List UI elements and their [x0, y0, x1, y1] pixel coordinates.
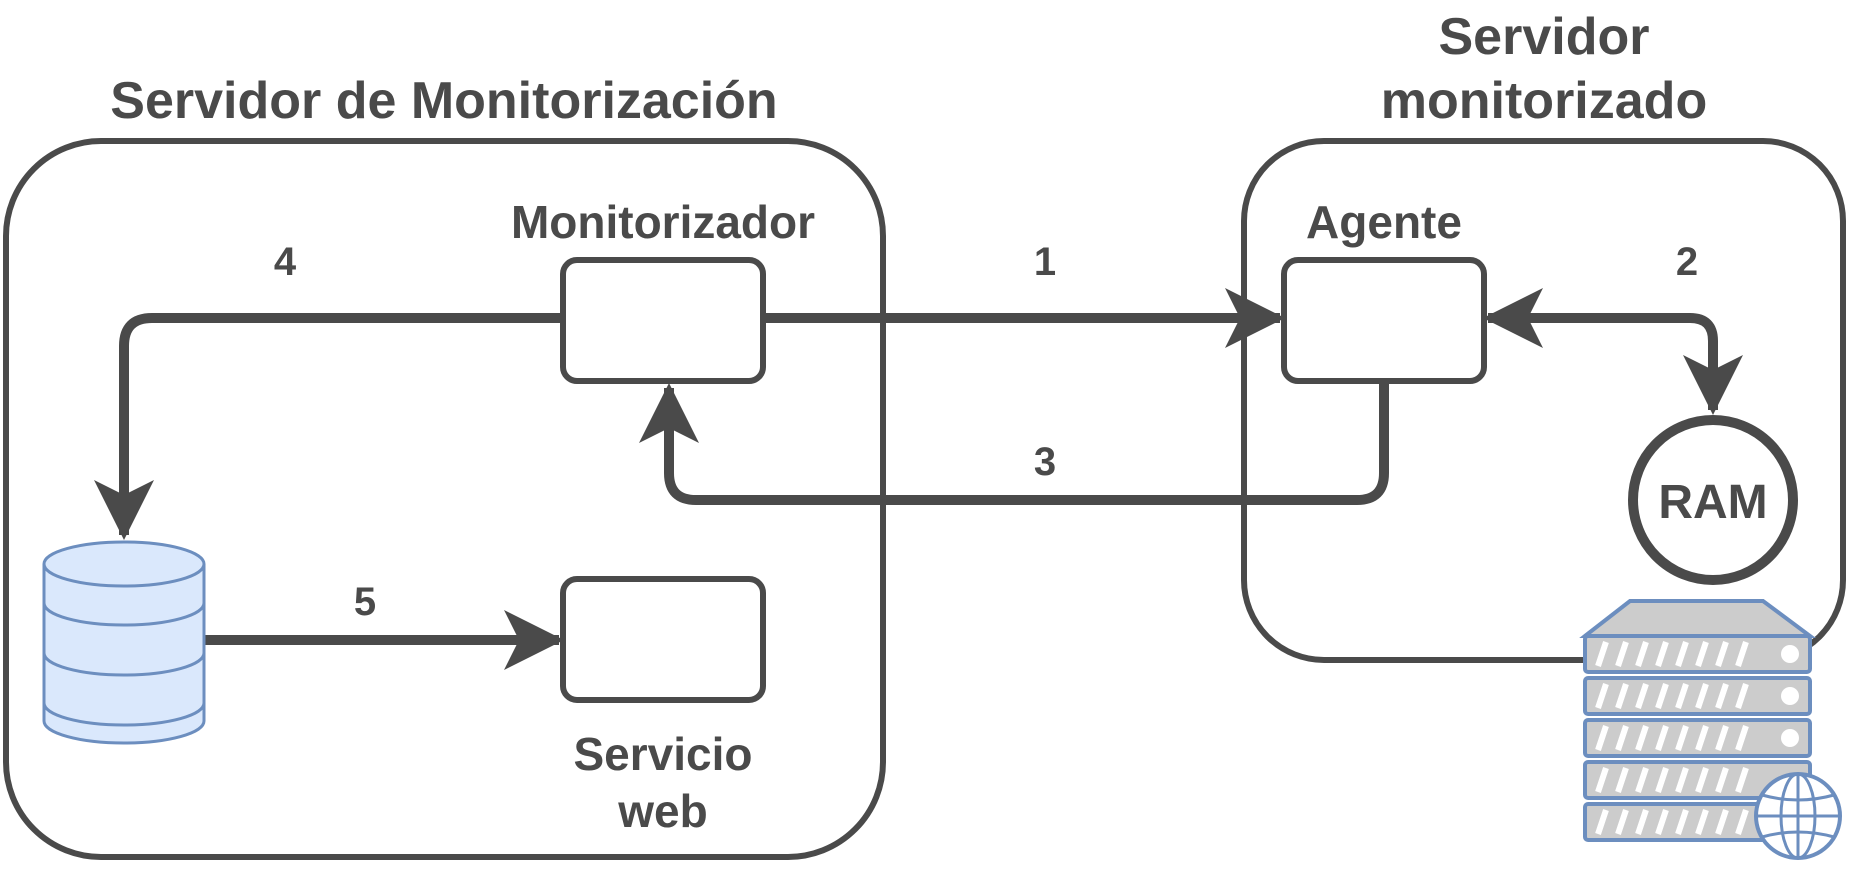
monitored-server-title-line2: monitorizado: [1381, 72, 1707, 130]
edge-1-label: 1: [1034, 240, 1056, 284]
agent-label: Agente: [1306, 196, 1462, 248]
web-server-icon[interactable]: [1579, 599, 1842, 860]
agent-box[interactable]: [1281, 257, 1487, 384]
monitoring-server-title: Servidor de Monitorización: [110, 72, 777, 130]
monitored-server-container: [1241, 138, 1846, 663]
monitor-label: Monitorizador: [511, 196, 815, 248]
edge-3-label: 3: [1034, 440, 1056, 484]
edge-4-arrow: [94, 313, 563, 540]
edge-3-arrow: [639, 381, 1389, 505]
ram-circle[interactable]: [1628, 415, 1798, 585]
web-service-box[interactable]: [560, 576, 766, 703]
server-rack-unit: [1583, 676, 1812, 716]
edge-2-label: 2: [1676, 240, 1698, 284]
ram-label: RAM: [1658, 476, 1767, 529]
server-rack-unit: [1583, 718, 1812, 758]
monitor-box[interactable]: [560, 257, 766, 384]
server-rack-unit: [1583, 634, 1812, 674]
web-service-label-line1: Servicio: [574, 728, 753, 780]
globe-icon: [1754, 772, 1842, 860]
database-icon[interactable]: [42, 540, 206, 745]
server-rack-unit: [1583, 802, 1812, 842]
web-service-label-line2: web: [617, 785, 707, 837]
monitored-server-title-line1: Servidor: [1439, 8, 1650, 66]
edge-2-arrow: [1483, 288, 1743, 415]
edge-4-label: 4: [274, 240, 297, 284]
edge-5-label: 5: [354, 580, 376, 624]
